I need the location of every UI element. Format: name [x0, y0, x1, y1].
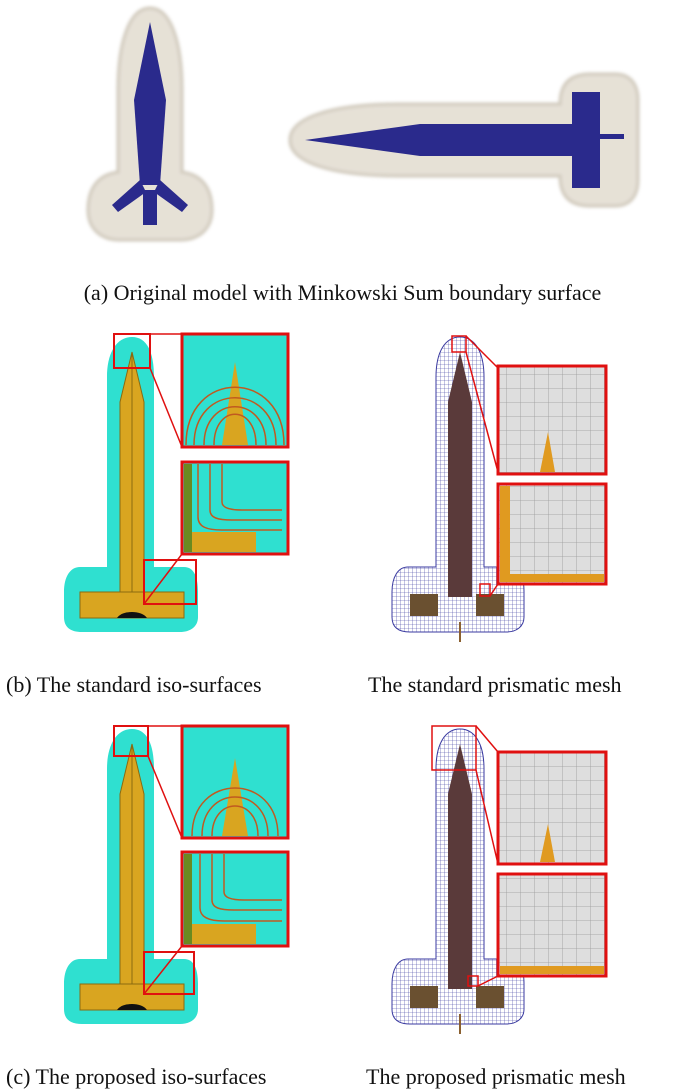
caption-c-left: (c) The proposed iso-surfaces: [6, 1064, 267, 1089]
zoom-inset-corner: [180, 850, 290, 948]
figure-c-prismatic-mesh: [380, 724, 610, 1044]
figure-c-iso-surfaces: [62, 724, 292, 1044]
standard-iso-surfaces-image: [64, 332, 290, 632]
horizontal-model: [305, 92, 624, 188]
proposed-iso-surfaces-image: [64, 724, 290, 1024]
zoom-inset-tip: [496, 750, 608, 866]
proposed-prismatic-mesh-image: [391, 725, 608, 1034]
caption-b-right: The standard prismatic mesh: [368, 672, 622, 697]
zoom-inset-tip: [496, 364, 608, 476]
zoom-inset-corner: [496, 872, 608, 978]
zoom-inset-tip: [180, 724, 290, 840]
caption-a: (a) Original model with Minkowski Sum bo…: [83, 280, 602, 305]
minkowski-sum-models: [86, 6, 640, 242]
caption-c-right: The proposed prismatic mesh: [366, 1064, 626, 1089]
zoom-inset-corner: [180, 460, 290, 556]
figure-b-iso-surfaces: [62, 332, 292, 652]
figure-a-original-models: [0, 0, 685, 270]
figure-b-prismatic-mesh: [380, 332, 610, 652]
vertical-model: [112, 22, 188, 225]
zoom-inset-tip: [180, 332, 290, 449]
standard-prismatic-mesh-image: [391, 335, 608, 642]
caption-b-left: (b) The standard iso-surfaces: [6, 672, 262, 697]
zoom-inset-corner: [496, 482, 608, 586]
